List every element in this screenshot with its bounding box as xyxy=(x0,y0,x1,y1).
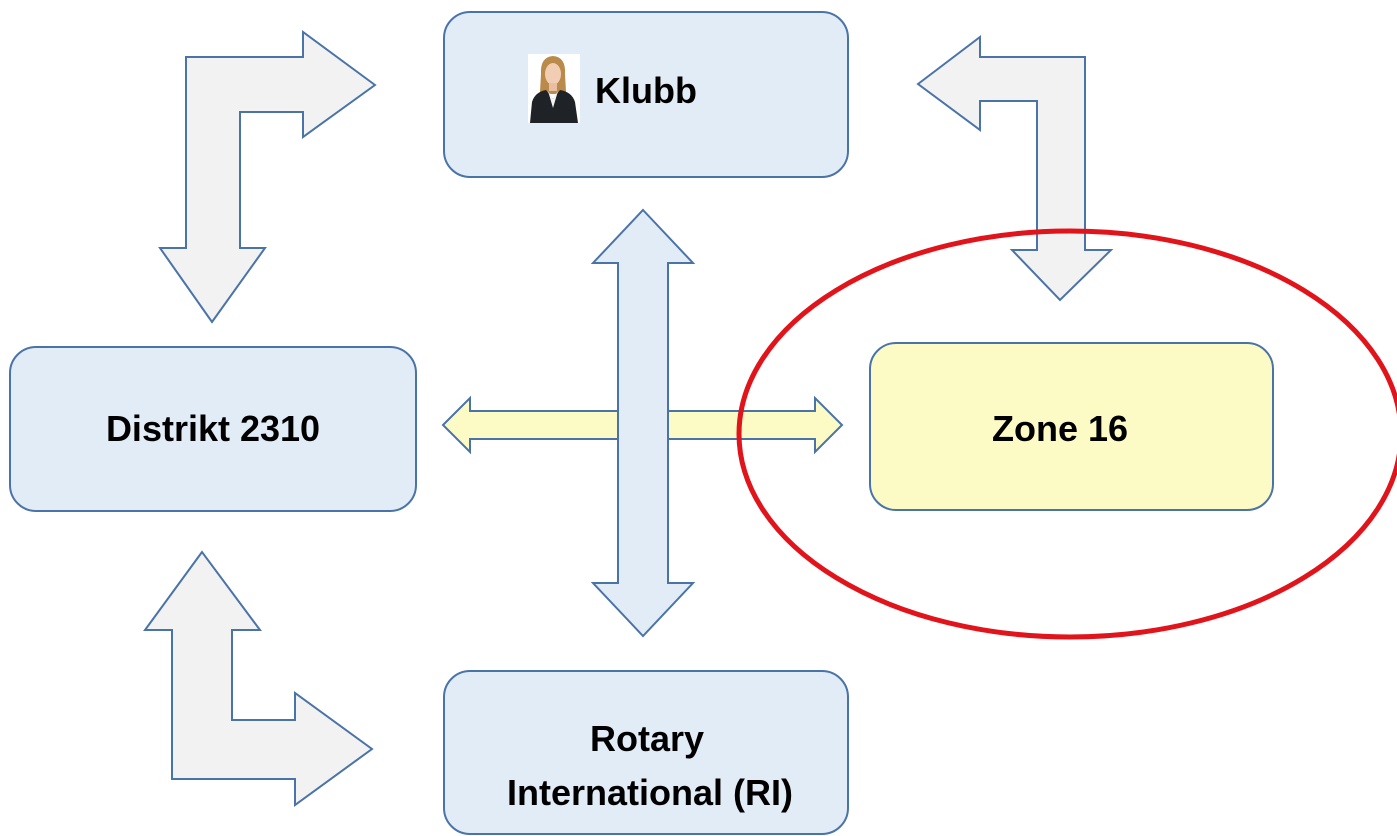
distrikt-box xyxy=(9,346,417,512)
zone-label: Zone 16 xyxy=(992,408,1128,449)
klubb-rotary-double-arrow xyxy=(590,208,696,638)
klubb-box xyxy=(443,11,849,178)
woman-portrait-icon xyxy=(528,54,580,123)
zone-highlight-ellipse xyxy=(736,228,1397,640)
klubb-zone-arrow xyxy=(916,34,1114,302)
rotary-box xyxy=(443,670,849,835)
distrikt-label: Distrikt 2310 xyxy=(106,408,320,449)
klubb-label: Klubb xyxy=(595,70,697,111)
rotary-label-line1: Rotary xyxy=(590,718,704,759)
rotary-label-line2: International (RI) xyxy=(507,772,793,813)
klubb-distrikt-arrow xyxy=(158,30,377,324)
zone-box xyxy=(869,342,1274,511)
distrikt-rotary-arrow xyxy=(143,550,374,807)
